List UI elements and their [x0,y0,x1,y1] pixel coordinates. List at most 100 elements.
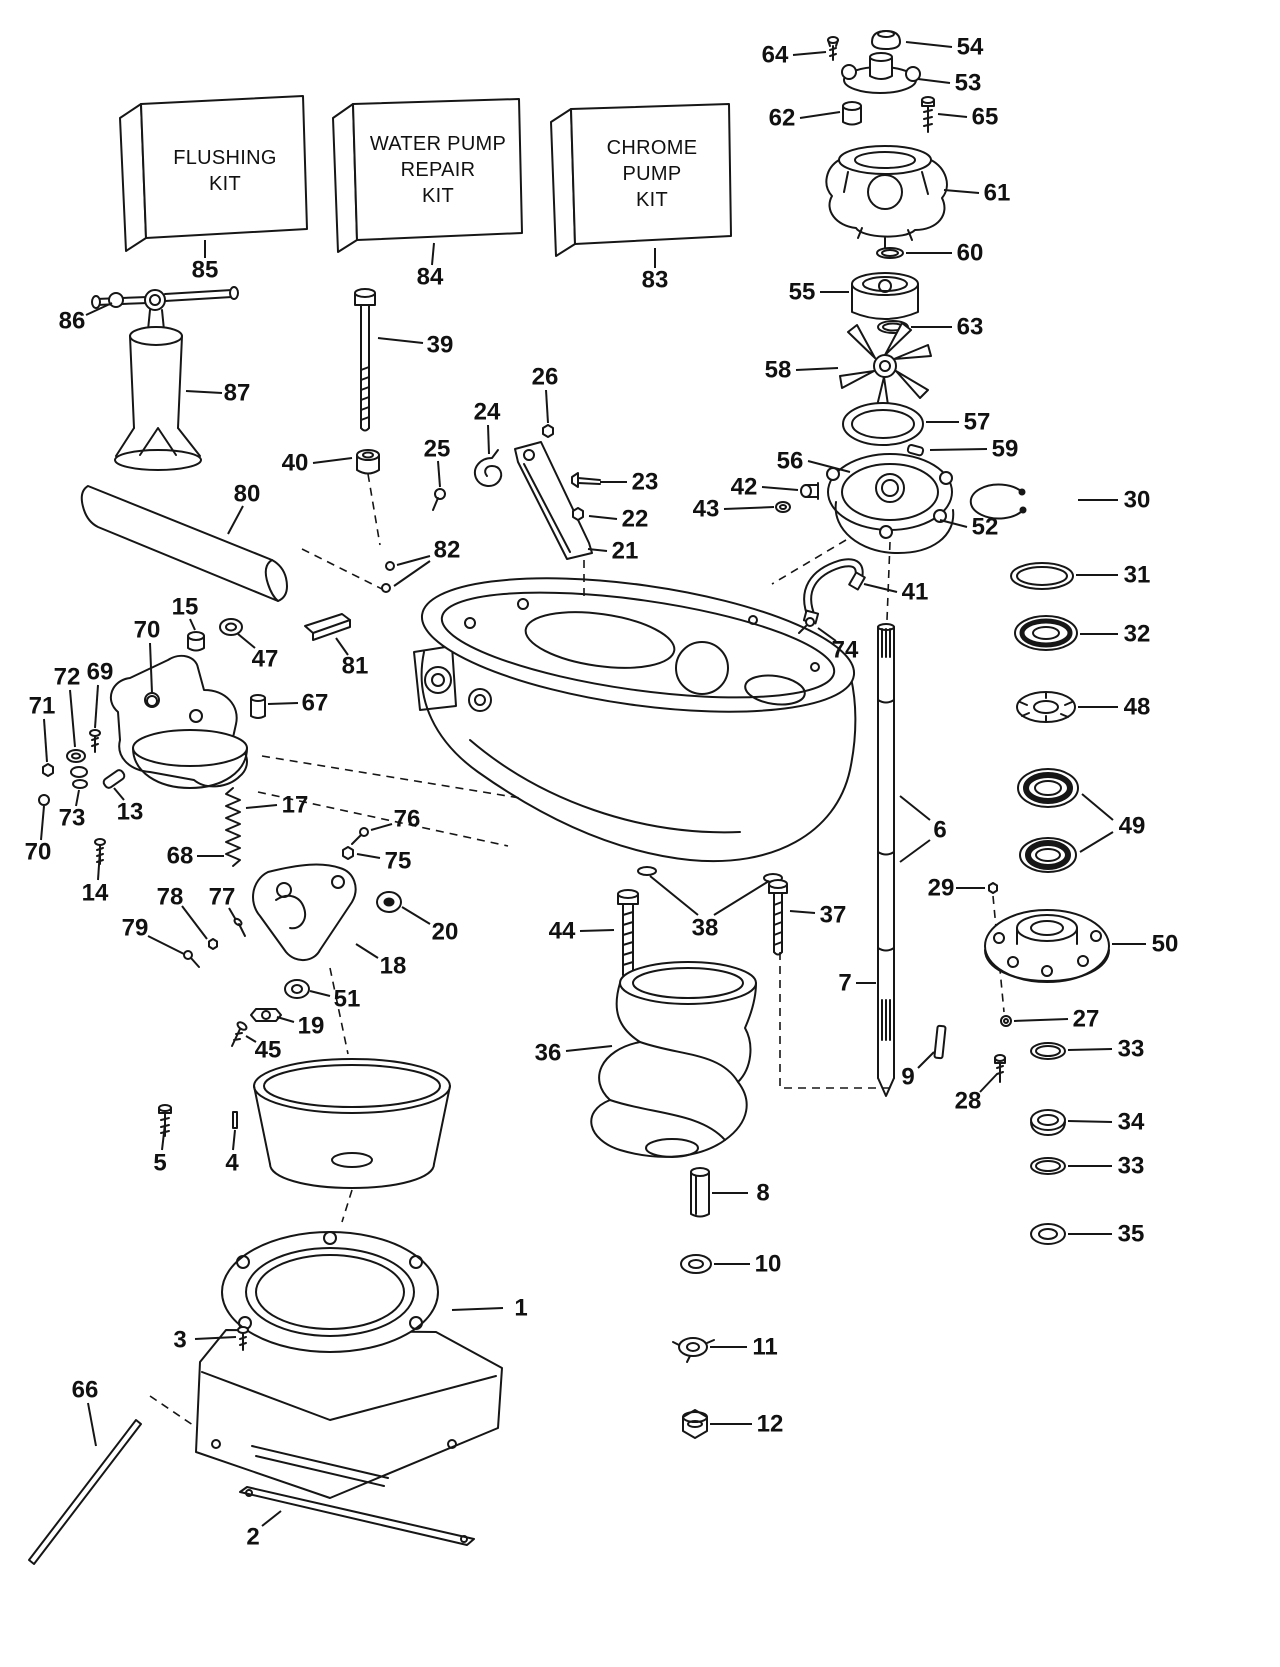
kit-box-chrome-pump [550,103,732,257]
impeller-58 [839,322,932,413]
leader-line-6 [899,839,931,863]
leader-line-74 [817,627,837,642]
part-number-37: 37 [820,902,847,929]
leader-line-51 [309,990,331,997]
leader-line-1 [451,1307,504,1311]
part-number-5: 5 [153,1150,166,1177]
part-number-66: 66 [72,1377,99,1404]
nut-29 [988,882,998,894]
part-number-87: 87 [224,380,251,407]
washer-10 [680,1254,712,1274]
screw-69 [89,729,101,753]
leader-line-52 [939,519,968,528]
plate-18 [252,863,357,961]
lock-washer-11 [672,1337,715,1363]
cap-54 [871,30,901,50]
pin-67 [250,694,266,719]
washers-73 [70,766,88,789]
leader-line-80 [227,505,244,535]
part-number-25: 25 [424,436,451,463]
part-number-4: 4 [225,1150,239,1177]
leader-line-81 [335,637,349,656]
water-pump-housing-61 [825,145,948,249]
screw-5 [158,1104,172,1137]
part-number-17: 17 [282,792,309,819]
leader-line-38 [649,875,699,916]
part-number-6: 6 [933,817,946,844]
seal-34 [1030,1109,1066,1136]
strip-81 [304,613,351,641]
leader-line-75 [356,853,381,859]
leader-line-42 [761,486,799,491]
pin-13 [102,769,126,789]
pin-8 [690,1167,710,1218]
nut-70b [38,794,50,806]
leader-line-62 [799,111,841,119]
part-number-28: 28 [955,1088,982,1115]
grommet-43 [775,501,791,513]
part-number-65: 65 [972,104,999,131]
nut-78 [208,938,218,950]
o-ring-33a [1030,1042,1066,1060]
hose-41 [802,558,866,625]
part-number-14: 14 [82,880,109,907]
leader-line-6 [899,795,931,821]
bearing-housing-50 [984,909,1110,983]
part-number-15: 15 [172,594,199,621]
screw-3 [237,1326,249,1351]
part-number-30: 30 [1124,487,1151,514]
part-number-8: 8 [756,1180,769,1207]
part-number-67: 67 [302,690,329,717]
leader-line-47 [237,633,256,649]
part-number-33: 33 [1118,1036,1145,1063]
bushing-15 [187,631,205,652]
kit-box-water-pump [332,98,523,253]
bolt-39 [354,288,376,432]
part-number-35: 35 [1118,1221,1145,1248]
leader-line-49 [1081,793,1114,821]
part-number-20: 20 [432,919,459,946]
part-number-80: 80 [234,481,261,508]
part-number-2: 2 [246,1524,259,1551]
stud-44 [617,889,639,979]
leader-line-56 [807,460,851,473]
screw-25 [432,488,446,511]
leader-line-39 [377,337,424,344]
part-number-84: 84 [417,264,444,291]
leader-line-3 [194,1336,237,1340]
tube-80 [80,485,288,602]
leader-line-38 [713,880,770,916]
gearcase-housing [413,577,857,863]
leader-line-72 [69,689,76,748]
assembly-dashed-lines [149,473,893,1443]
bar-2 [239,1486,475,1546]
bushing-40 [356,449,380,475]
leader-line-86 [85,302,113,316]
steering-bracket-assembly [109,654,248,789]
part-number-71: 71 [29,693,56,720]
leader-line-26 [545,389,549,424]
part-number-34: 34 [1118,1109,1145,1136]
part-number-36: 36 [535,1040,562,1067]
part-number-31: 31 [1124,562,1151,589]
leader-line-33 [1067,1048,1113,1051]
part-number-19: 19 [298,1013,325,1040]
bracket-21 [514,441,593,560]
flushing-kit-label: FLUSHING KIT [173,147,277,195]
pin-4 [232,1111,238,1129]
grommet-20 [376,891,402,913]
part-number-55: 55 [789,279,816,306]
screw-79 [183,950,200,968]
part-number-22: 22 [622,506,649,533]
leader-line-2 [261,1510,282,1527]
part-number-27: 27 [1073,1006,1100,1033]
seal-32 [1014,615,1078,651]
part-number-54: 54 [957,34,984,61]
nut-70a [146,695,158,707]
nut-22 [572,507,584,521]
leader-line-17 [245,804,278,809]
washer-72 [66,749,86,763]
leader-line-66 [87,1402,97,1447]
